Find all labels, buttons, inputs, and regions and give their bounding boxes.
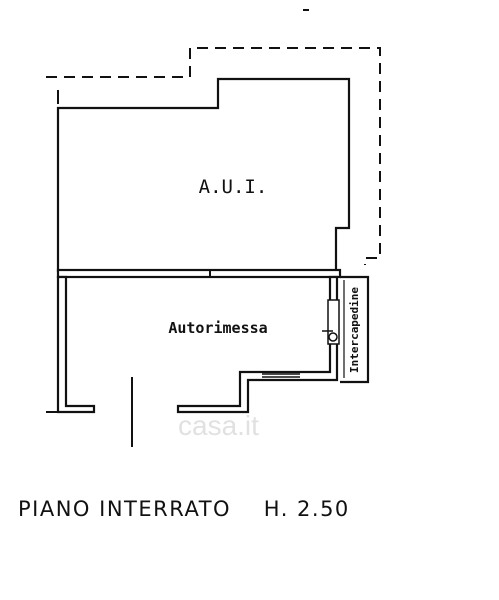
dividing-wall [56,268,342,279]
room-label-cavity: Intercapedine [348,287,361,373]
watermark-logo: casa.it [178,410,259,441]
room-label-garage: Autorimessa [168,319,267,337]
caption-height: H. 2.50 [263,497,350,521]
caption-floor: PIANO INTERRATO [18,497,232,521]
aui-room-wall [56,77,351,272]
garage-right-wall [176,275,339,414]
room-label-aui: A.U.I. [199,176,268,198]
outline-dashed [46,47,381,265]
caption-spacer [231,497,264,521]
right-wall-opening [327,299,340,345]
cavity-wall [340,275,370,384]
plan-caption: PIANO INTERRATO H. 2.50 [18,497,350,521]
opening-marker [328,332,338,342]
garage-left-wall [56,275,96,414]
